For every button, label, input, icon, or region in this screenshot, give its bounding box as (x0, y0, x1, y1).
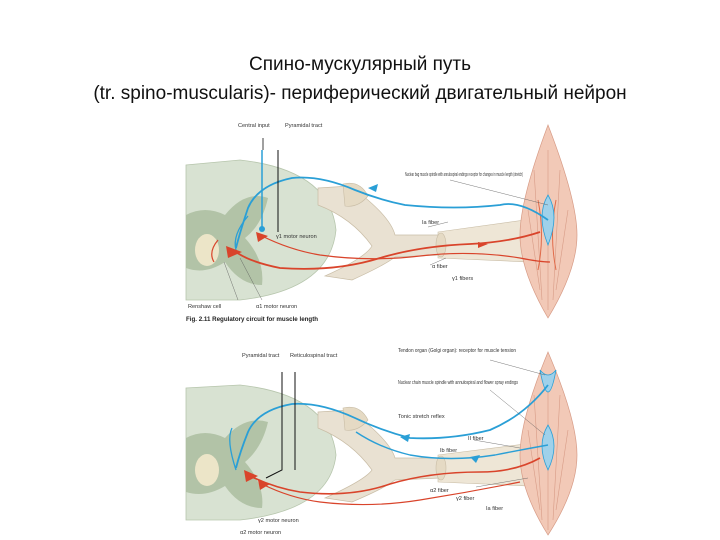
muscle-spindle-bottom (541, 424, 555, 471)
label-tonic-stretch: Tonic stretch reflex (398, 414, 445, 420)
label-tendon-organ: Tendon organ (Golgi organ): receptor for… (398, 348, 516, 354)
label-gamma2-fiber: γ2 fiber (456, 496, 474, 502)
alpha-motor-neuron-body-top (226, 246, 242, 258)
label-ii-fiber: II fiber (468, 436, 484, 442)
tendon-organ (539, 369, 557, 393)
label-gamma2-motor: γ2 motor neuron (258, 518, 299, 524)
label-ia-fiber-bottom: Ia fiber (486, 506, 503, 512)
label-pyramidal-tract-top: Pyramidal tract (285, 123, 323, 129)
label-pyramidal-tract-bottom: Pyramidal tract (242, 353, 280, 359)
slide-title-line1: Спино-мускулярный путь (248, 54, 472, 75)
label-renshaw-cell: Renshaw cell (188, 304, 221, 310)
spinal-nerve-top (437, 219, 531, 263)
label-nuclear-bag: Nuclear bag muscle spindle with annulosp… (405, 172, 523, 178)
label-ib-fiber: Ib fiber (440, 448, 457, 454)
label-alpha2-motor: α2 motor neuron (240, 530, 281, 536)
grey-matter-bottom (186, 420, 268, 508)
central-canal-area-top (195, 234, 219, 266)
label-gamma1-motor: γ1 motor neuron (276, 234, 317, 240)
label-reticulospinal-tract: Reticulospinal tract (290, 353, 338, 359)
sensory-ia-pathway-top (235, 176, 549, 249)
motor-gamma2-pathway (261, 481, 521, 506)
label-alpha1-motor: α1 motor neuron (256, 304, 297, 310)
figure-top: Central input Pyramidal tract Nuclear ba… (185, 123, 578, 323)
gamma2-motor-neuron-body (258, 480, 270, 490)
label-alpha-fiber: α fiber (432, 264, 448, 270)
gamma-motor-neuron-body-top (256, 232, 268, 242)
motor-alpha2-pathway (249, 457, 541, 495)
label-ia-fiber-top: Ia fiber (422, 220, 439, 226)
dorsal-root-top (317, 185, 441, 281)
motor-alpha-pathway-top (235, 231, 541, 270)
label-alpha2-fiber: α2 fiber (430, 488, 449, 494)
ganglion-top (342, 182, 369, 207)
motor-gamma-pathway-top (261, 235, 551, 263)
figure-top-caption: Fig. 2.11 Regulatory circuit for muscle … (186, 316, 318, 323)
alpha2-motor-neuron-body (244, 470, 258, 482)
label-gamma-fibers: γ1 fibers (452, 276, 473, 282)
label-nuclear-chain: Nuclear chain muscle spindle with annulo… (398, 380, 518, 386)
sensory-pathway-bottom (235, 384, 549, 469)
label-central-input: Central input (238, 123, 270, 129)
slide-title-line2: (tr. spino-muscularis)- периферический д… (93, 83, 627, 104)
figure-bottom: Pyramidal tract Reticulospinal tract Ten… (185, 348, 578, 536)
